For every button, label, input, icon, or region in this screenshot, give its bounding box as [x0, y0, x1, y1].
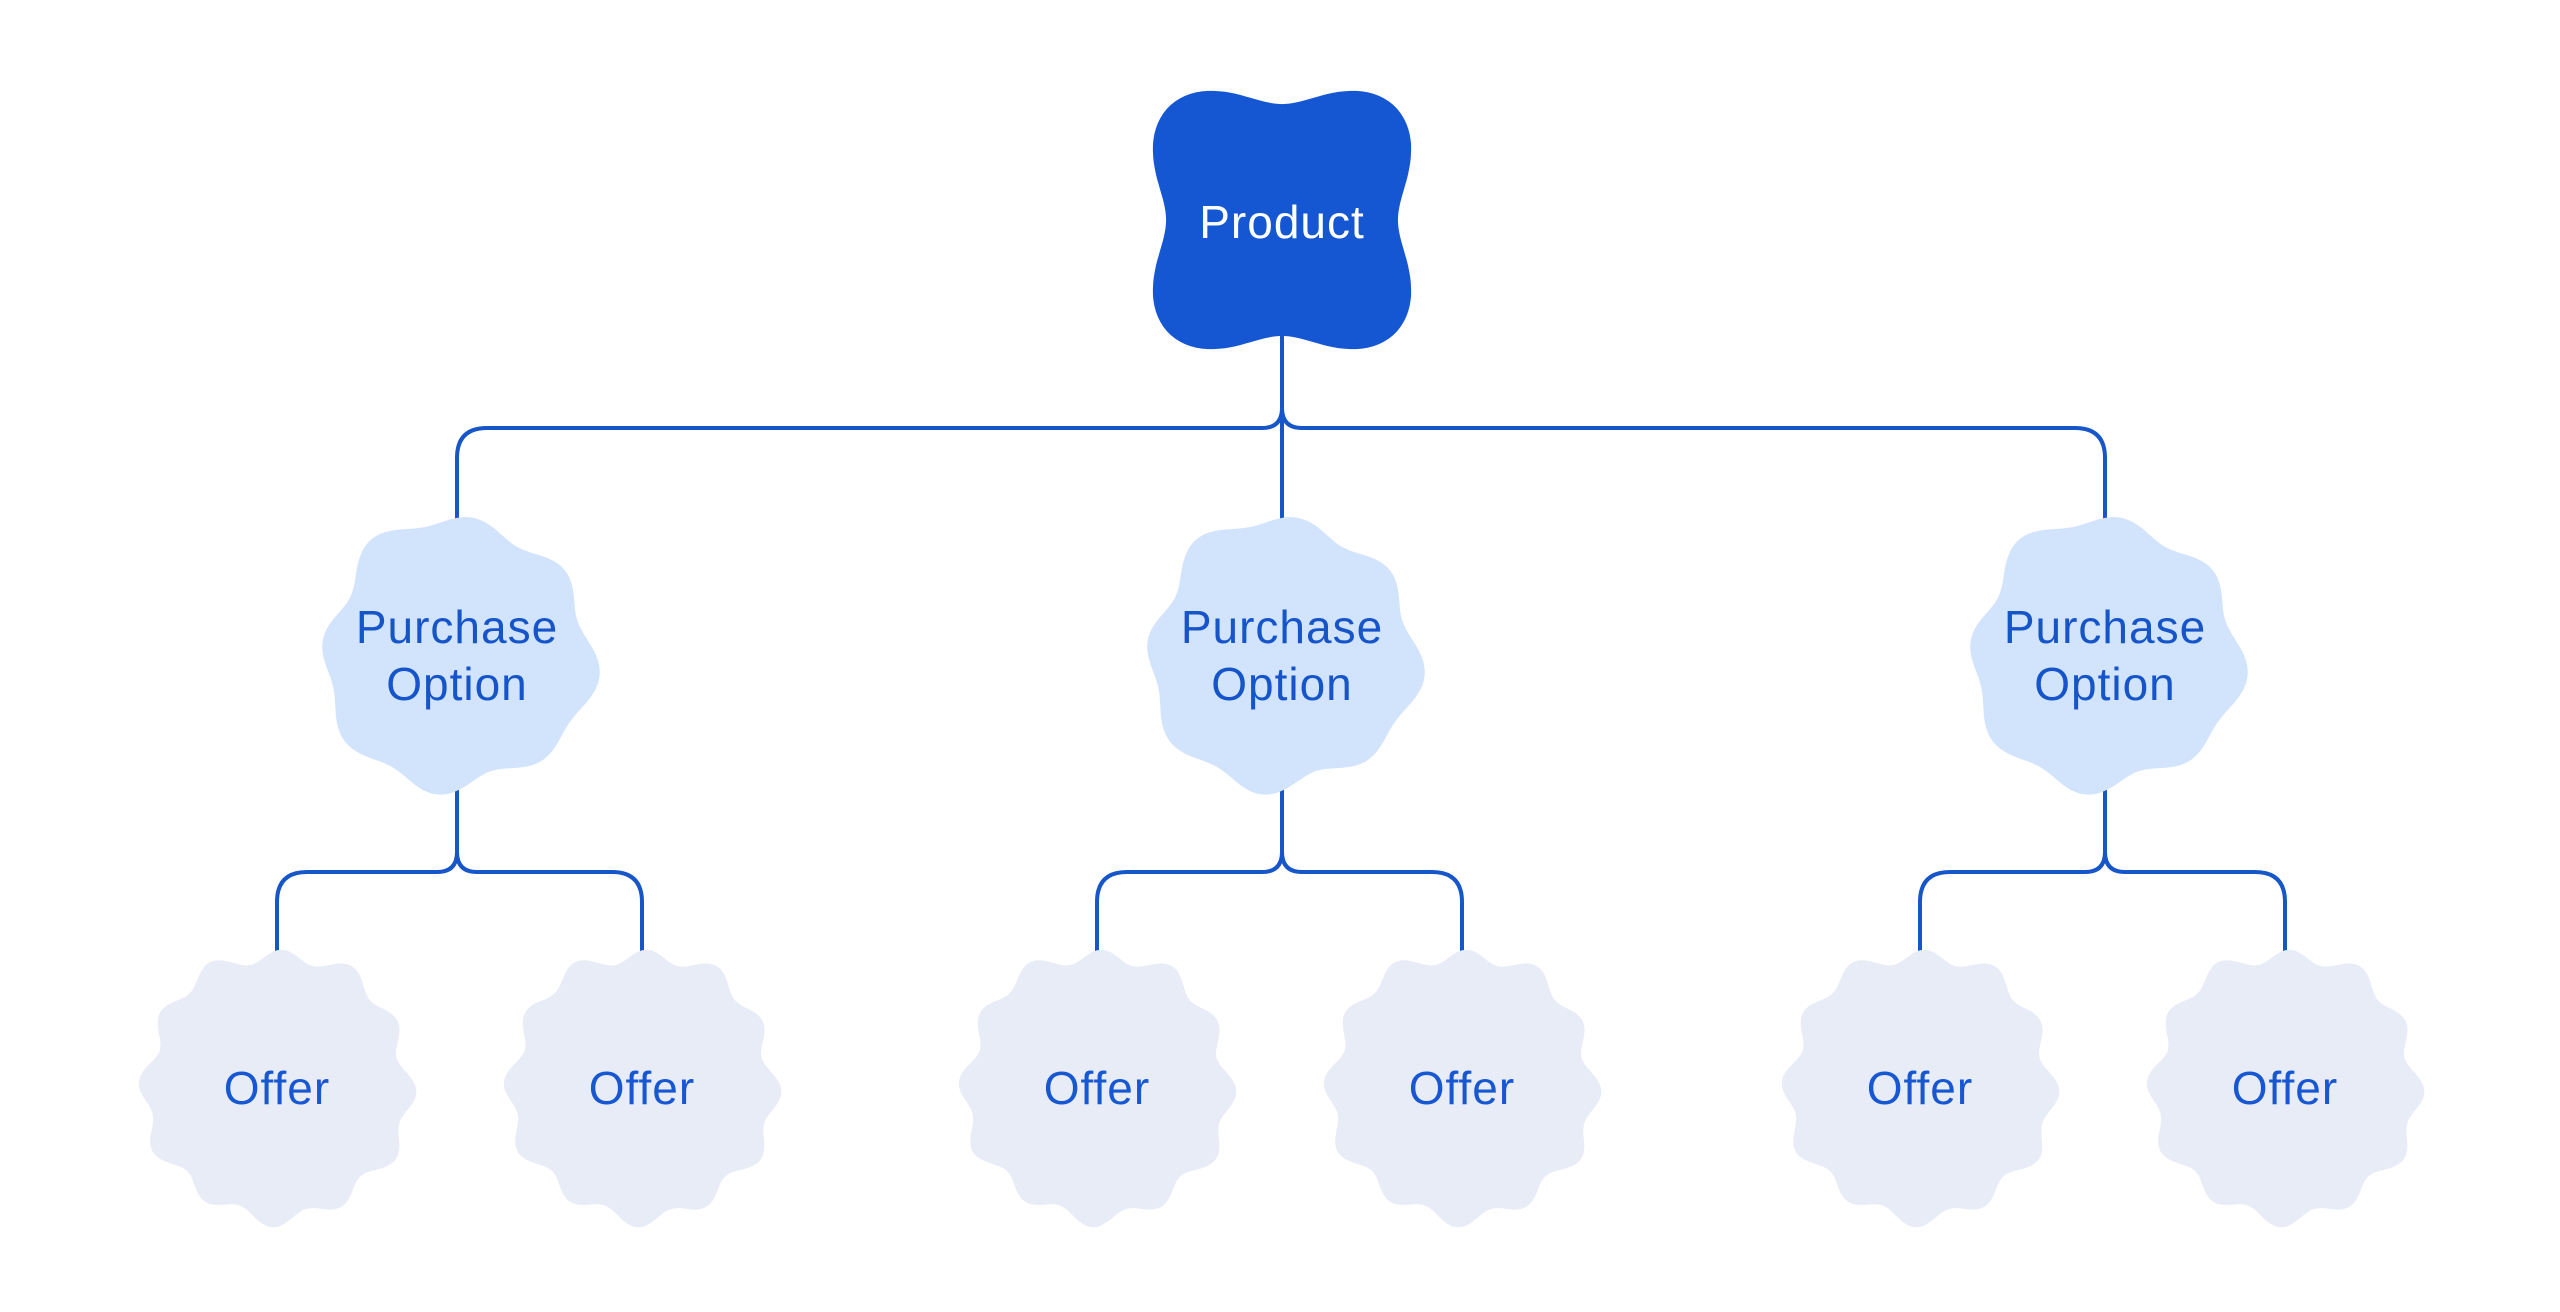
offer-4-shape — [1323, 949, 1602, 1228]
purchase-option-2-label-line-1: Purchase — [1181, 601, 1383, 653]
purchase-option-3-label-line-1: Purchase — [2004, 601, 2206, 653]
offer-2-label: Offer — [589, 1062, 695, 1114]
offer-3-shape — [958, 949, 1237, 1228]
connector-option-3-to-offer-1 — [1918, 780, 2107, 960]
purchase-option-1-label-line-2: Option — [386, 658, 528, 710]
connector-lines — [275, 330, 2287, 960]
connector-option-2-to-offer-2 — [1280, 780, 1464, 960]
offer-node-6: Offer — [2146, 949, 2425, 1228]
offer-5-label: Offer — [1867, 1062, 1973, 1114]
offer-node-3: Offer — [958, 949, 1237, 1228]
connector-product-to-option-3 — [1280, 330, 2107, 530]
connector-product-to-option-1 — [455, 330, 1284, 530]
offer-2-shape — [503, 949, 782, 1228]
product-node-shape — [1152, 90, 1412, 350]
purchase-option-1-shape — [322, 517, 600, 795]
connector-option-2-to-offer-1 — [1095, 780, 1284, 960]
purchase-option-node-2: Purchase Option — [1147, 517, 1425, 795]
purchase-option-node-1: Purchase Option — [322, 517, 600, 795]
offer-3-label: Offer — [1044, 1062, 1150, 1114]
connector-option-1-to-offer-1 — [275, 780, 459, 960]
offer-5-shape — [1781, 949, 2060, 1228]
connector-option-3-to-offer-2 — [2103, 780, 2287, 960]
purchase-option-3-label-line-2: Option — [2034, 658, 2176, 710]
offer-1-shape — [138, 949, 417, 1228]
purchase-option-node-3: Purchase Option — [1970, 517, 2248, 795]
purchase-option-3-shape — [1970, 517, 2248, 795]
purchase-option-2-shape — [1147, 517, 1425, 795]
offer-6-label: Offer — [2232, 1062, 2338, 1114]
offer-1-label: Offer — [224, 1062, 330, 1114]
offer-4-label: Offer — [1409, 1062, 1515, 1114]
offer-6-shape — [2146, 949, 2425, 1228]
purchase-option-2-label-line-2: Option — [1211, 658, 1353, 710]
offer-node-1: Offer — [138, 949, 417, 1228]
offer-node-2: Offer — [503, 949, 782, 1228]
offer-node-4: Offer — [1323, 949, 1602, 1228]
product-node: Product — [1152, 90, 1412, 350]
connector-option-1-to-offer-2 — [455, 780, 644, 960]
product-label: Product — [1199, 196, 1365, 248]
offer-node-5: Offer — [1781, 949, 2060, 1228]
purchase-option-1-label-line-1: Purchase — [356, 601, 558, 653]
